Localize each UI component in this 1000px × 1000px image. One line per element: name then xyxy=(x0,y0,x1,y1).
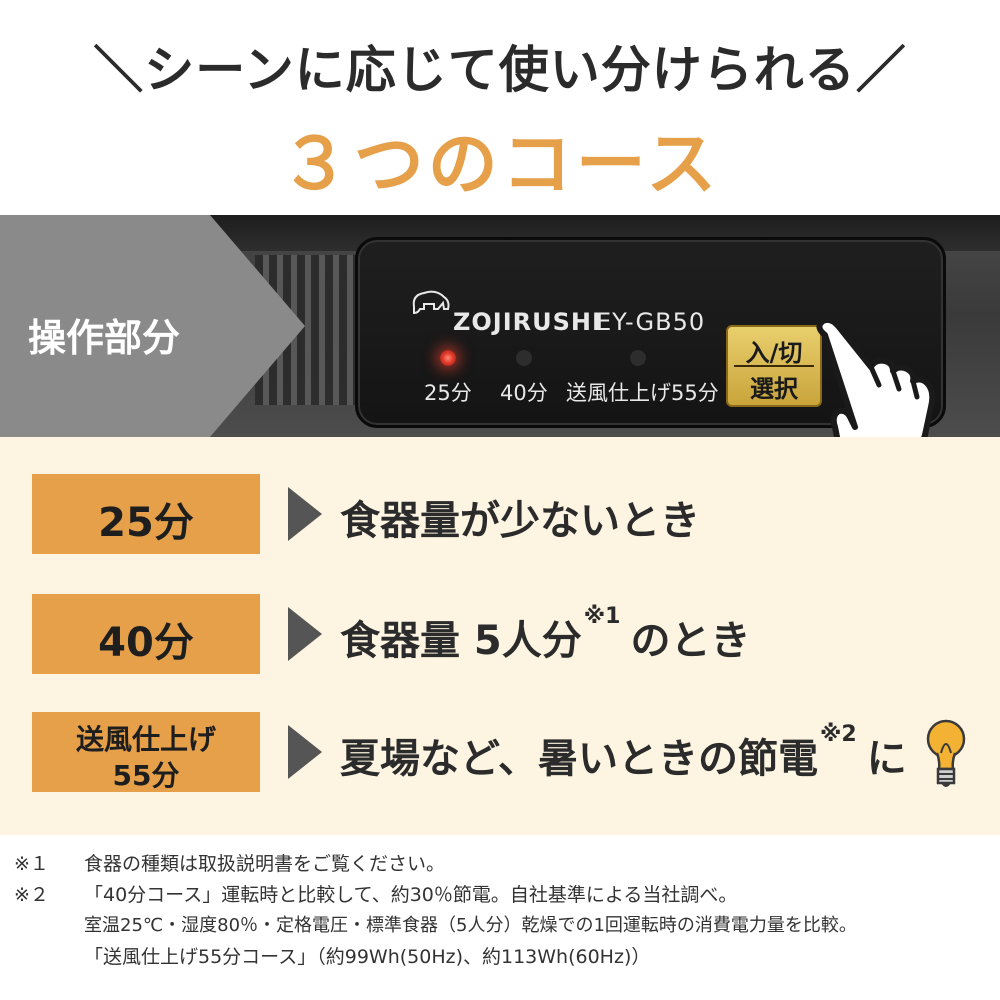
course-tag: 25分 xyxy=(32,474,260,554)
subtitle: ＼シーンに応じて使い分けられる／ xyxy=(93,41,907,99)
courses-section: 25分 食器量が少ないとき 40分 食器量 5人分※1のとき 送風仕上げ 55分… xyxy=(0,437,1000,835)
arrow-icon xyxy=(288,607,322,661)
led-55 xyxy=(630,350,646,366)
arrow-icon xyxy=(288,487,322,541)
section-label: 操作部分 xyxy=(28,316,181,360)
footnote-mark: ※1 xyxy=(583,604,621,629)
footnotes: ※１ 食器の種類は取扱説明書をご覧ください。 ※２ 「40分コース」運転時と比較… xyxy=(0,835,1000,1000)
course-row: 25分 食器量が少ないとき xyxy=(0,474,1000,554)
power-select-button[interactable]: 入/切 選択 xyxy=(726,325,822,407)
course-tag: 40分 xyxy=(32,594,260,674)
header: ＼シーンに応じて使い分けられる／ ３つのコース xyxy=(0,0,1000,215)
course-row: 40分 食器量 5人分※1のとき xyxy=(0,594,1000,674)
course-desc: 食器量が少ないとき xyxy=(340,498,700,544)
course-tag: 送風仕上げ 55分 xyxy=(32,712,260,792)
footnote-mark-2: ※２ xyxy=(14,884,49,906)
pointing-hand-icon xyxy=(816,316,936,468)
footnote-text-3: 室温25℃・湿度80％・定格電圧・標準食器（5人分）乾燥での1回運転時の消費電力… xyxy=(84,915,857,936)
footnote-text-2: 「40分コース」運転時と比較して、約30％節電。自社基準による当社調べ。 xyxy=(84,884,738,906)
footnote-text-4: 「送風仕上げ55分コース」（約99Wh(50Hz)、約113Wh(60Hz)） xyxy=(84,946,651,968)
led-label-55: 送風仕上げ55分 xyxy=(566,381,719,405)
model-number: EY-GB50 xyxy=(596,308,706,336)
course-desc: 夏場など、暑いときの節電※2に xyxy=(340,722,907,782)
led-label-25: 25分 xyxy=(424,381,472,405)
button-label-select: 選択 xyxy=(750,375,798,403)
arrow-icon xyxy=(288,725,322,779)
brand-logo: ZOJIRUSHI xyxy=(453,308,602,336)
led-40 xyxy=(516,350,532,366)
footnote-mark-1: ※１ xyxy=(14,853,49,875)
course-row: 送風仕上げ 55分 夏場など、暑いときの節電※2に xyxy=(0,712,1000,792)
footnote-mark: ※2 xyxy=(820,722,857,747)
course-desc: 食器量 5人分※1のとき xyxy=(340,604,751,664)
led-25 xyxy=(440,350,456,366)
button-label-power: 入/切 xyxy=(745,339,803,367)
section-label-banner xyxy=(0,215,305,437)
footnote-text-1: 食器の種類は取扱説明書をご覧ください。 xyxy=(84,853,446,875)
led-label-40: 40分 xyxy=(500,381,548,405)
light-bulb-icon xyxy=(926,719,966,787)
page-title: ３つのコース xyxy=(279,123,721,205)
elephant-icon xyxy=(412,290,450,315)
